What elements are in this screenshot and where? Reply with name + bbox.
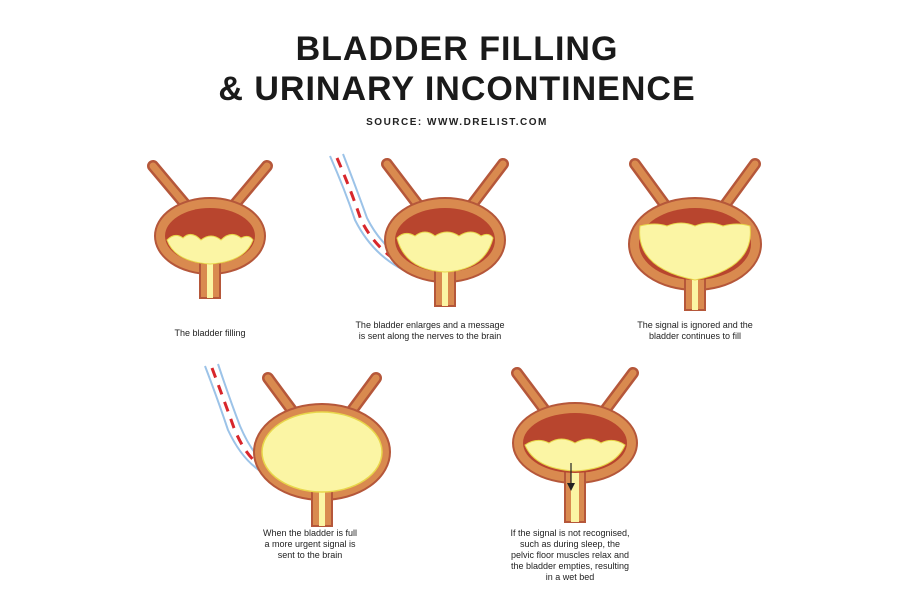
bladder-step-5 [511,367,639,523]
nerve-path [329,155,416,276]
bladder-step-4 [204,363,391,527]
caption-step-1: The bladder filling [174,328,246,338]
caption-step-4: When the bladder is full a more urgent s… [262,528,358,560]
title-line-2: & URINARY INCONTINENCE [218,70,696,108]
bladder-step-3 [628,158,762,311]
caption-step-2: The bladder enlarges and a message is se… [355,320,505,341]
signal-dashes [335,157,418,274]
bladder-step-2 [329,153,509,307]
bladder-step-1 [147,160,273,299]
caption-step-5: If the signal is not recognised, such as… [510,528,630,582]
caption-step-3: The signal is ignored and the bladder co… [637,320,753,341]
source-label: SOURCE: WWW.DRELIST.COM [366,117,548,128]
title-line-1: BLADDER FILLING [295,30,619,68]
